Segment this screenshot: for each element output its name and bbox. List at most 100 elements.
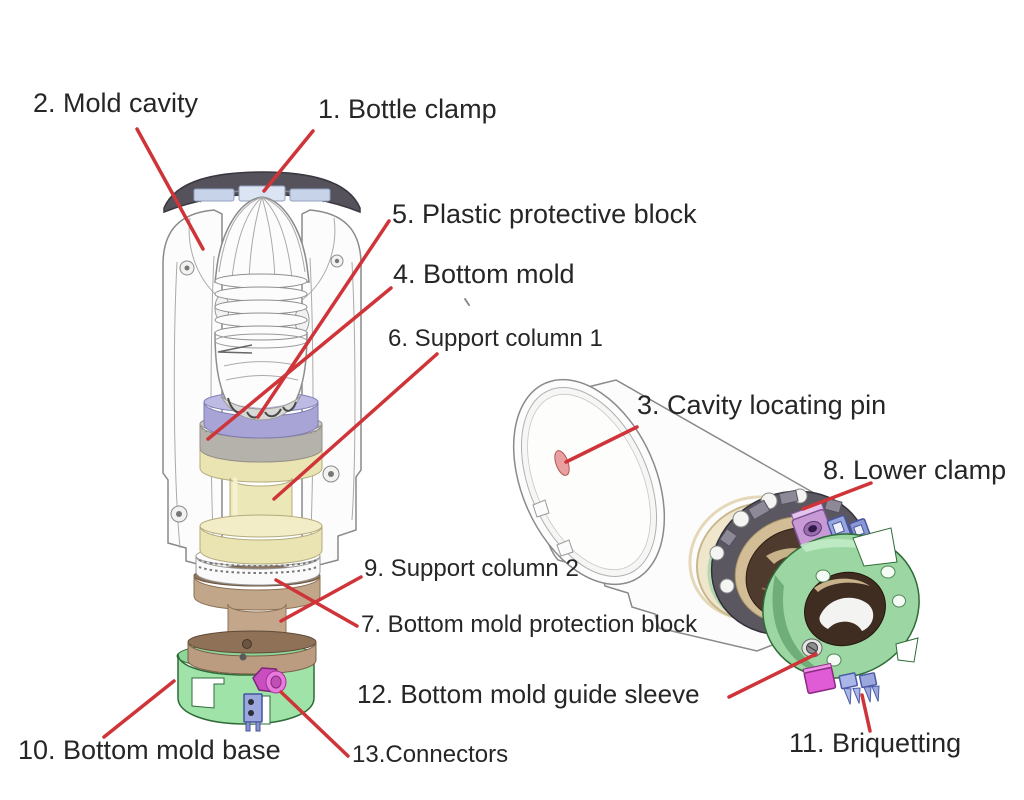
bracket-hole bbox=[248, 710, 254, 716]
bottom-mold-guide-sleeve-part bbox=[762, 527, 920, 679]
yellow-flange-bottom bbox=[199, 525, 323, 565]
bracket-leg bbox=[255, 721, 261, 732]
briquetting-body bbox=[858, 672, 878, 689]
labels: 1. Bottle clamp 2. Mold cavity 3. Cavity… bbox=[18, 88, 1006, 768]
bottle-rib bbox=[214, 325, 308, 341]
flange-screw bbox=[242, 639, 252, 649]
bottle-groove-chevron bbox=[217, 344, 253, 354]
bottle-meridian bbox=[218, 196, 263, 273]
label-bottom-mold-base: 10. Bottom mold base bbox=[18, 735, 281, 765]
briquetting-prong bbox=[863, 686, 872, 703]
ring-block bbox=[778, 489, 799, 506]
center-hole-tan-sliver bbox=[814, 578, 870, 592]
leader-line-4 bbox=[206, 286, 393, 441]
left-assembly bbox=[162, 171, 362, 732]
support-column-1-part bbox=[199, 437, 323, 565]
clip-window bbox=[831, 520, 845, 535]
label-connectors: 13.Connectors bbox=[352, 741, 508, 768]
connectors-part bbox=[243, 667, 287, 732]
bottle-meridian bbox=[261, 196, 293, 279]
ribbed-ring-texture bbox=[198, 559, 318, 567]
bracket-plate bbox=[243, 693, 263, 723]
bottle-meridian bbox=[261, 196, 276, 281]
bottle-part bbox=[214, 196, 310, 421]
leader-lines bbox=[102, 127, 873, 758]
bottle-meridian bbox=[231, 196, 263, 279]
leader-line-9 bbox=[279, 575, 363, 623]
tan-flange-top bbox=[193, 575, 321, 611]
guide-sleeve-notch bbox=[852, 527, 898, 567]
label-support-column-2: 9. Support column 2 bbox=[364, 555, 579, 582]
wall-screw-dot bbox=[176, 511, 182, 517]
label-bottom-mold: 4. Bottom mold bbox=[393, 259, 575, 289]
bracket-leg bbox=[245, 721, 251, 732]
briquetting-prong bbox=[871, 685, 880, 702]
label-bottle-clamp: 1. Bottle clamp bbox=[318, 94, 497, 124]
wall-screw-dot bbox=[334, 258, 340, 264]
rim-notch bbox=[556, 539, 574, 557]
bottle-rib bbox=[214, 273, 308, 289]
center-hole-wave bbox=[819, 597, 874, 631]
bottle-meridian bbox=[261, 196, 306, 273]
bottle-meridian bbox=[248, 196, 263, 281]
leader-line-5 bbox=[256, 219, 391, 419]
flange-screw-slot bbox=[807, 645, 817, 652]
flange-hole bbox=[892, 594, 906, 608]
ribbed-ring-texture bbox=[198, 566, 318, 574]
ring-block bbox=[747, 499, 771, 521]
leader-line-12 bbox=[727, 652, 818, 699]
bottle-rib bbox=[214, 312, 308, 328]
label-bottom-mold-guide-sleeve: 12. Bottom mold guide sleeve bbox=[357, 679, 700, 709]
clamp-insert-right bbox=[289, 188, 331, 202]
briquetting-prong bbox=[842, 687, 852, 705]
briquetting-prong bbox=[852, 687, 861, 704]
label-briquetting: 11. Briquetting bbox=[789, 728, 961, 758]
yellow-flange-bottom-rim bbox=[199, 514, 323, 538]
wall-panel-line bbox=[351, 261, 356, 521]
leader-line-3 bbox=[564, 425, 639, 464]
base-notch bbox=[191, 677, 225, 709]
ring-cutout bbox=[732, 510, 750, 528]
wall-screw-dot bbox=[184, 265, 190, 271]
magenta-block bbox=[802, 662, 837, 695]
stray-mark bbox=[464, 298, 470, 306]
guide-sleeve-shade bbox=[772, 575, 836, 678]
bottle-rib bbox=[214, 299, 308, 315]
flange-screw bbox=[239, 653, 247, 661]
magenta-block-front bbox=[803, 666, 837, 695]
leader-line-11 bbox=[860, 693, 872, 733]
label-bottom-mold-protection-block: 7. Bottom mold protection block bbox=[361, 611, 698, 638]
mold-cavity-left-wall bbox=[162, 209, 223, 567]
ribbed-ring-body bbox=[195, 555, 321, 586]
leader-line-8 bbox=[801, 481, 873, 511]
bottle-rib bbox=[214, 286, 308, 302]
ring-cutout bbox=[709, 545, 725, 561]
ring-block bbox=[824, 497, 843, 514]
connector-bolt-hole bbox=[270, 675, 282, 689]
bottle-label-curve bbox=[225, 375, 299, 381]
label-support-column-1: 6. Support column 1 bbox=[388, 325, 603, 352]
briquetting-part bbox=[838, 672, 880, 705]
guide-sleeve-light bbox=[800, 538, 894, 556]
bottle-claw bbox=[264, 408, 282, 418]
bracket-hole bbox=[248, 699, 254, 705]
tan-flange-bottom bbox=[187, 641, 317, 675]
label-lower-clamp: 8. Lower clamp bbox=[823, 455, 1006, 485]
clamp-insert-left bbox=[193, 188, 235, 202]
leader-line-2 bbox=[135, 127, 205, 251]
bottle-lower-body bbox=[215, 332, 307, 408]
briquetting-body bbox=[838, 672, 858, 690]
guide-sleeve-notch bbox=[895, 637, 919, 663]
label-cavity-locating-pin: 3. Cavity locating pin bbox=[637, 390, 886, 420]
leader-line-1 bbox=[262, 129, 315, 193]
wall-screw-dot bbox=[328, 471, 334, 477]
cavity-arch-line bbox=[301, 217, 336, 301]
label-mold-cavity: 2. Mold cavity bbox=[33, 88, 199, 118]
rim-notch bbox=[532, 499, 550, 518]
leader-line-10 bbox=[102, 679, 176, 739]
flange-hole bbox=[880, 565, 896, 579]
lower-clamp-hole-center bbox=[808, 525, 817, 533]
ring-block bbox=[718, 528, 738, 548]
ring-cutout bbox=[719, 578, 735, 594]
